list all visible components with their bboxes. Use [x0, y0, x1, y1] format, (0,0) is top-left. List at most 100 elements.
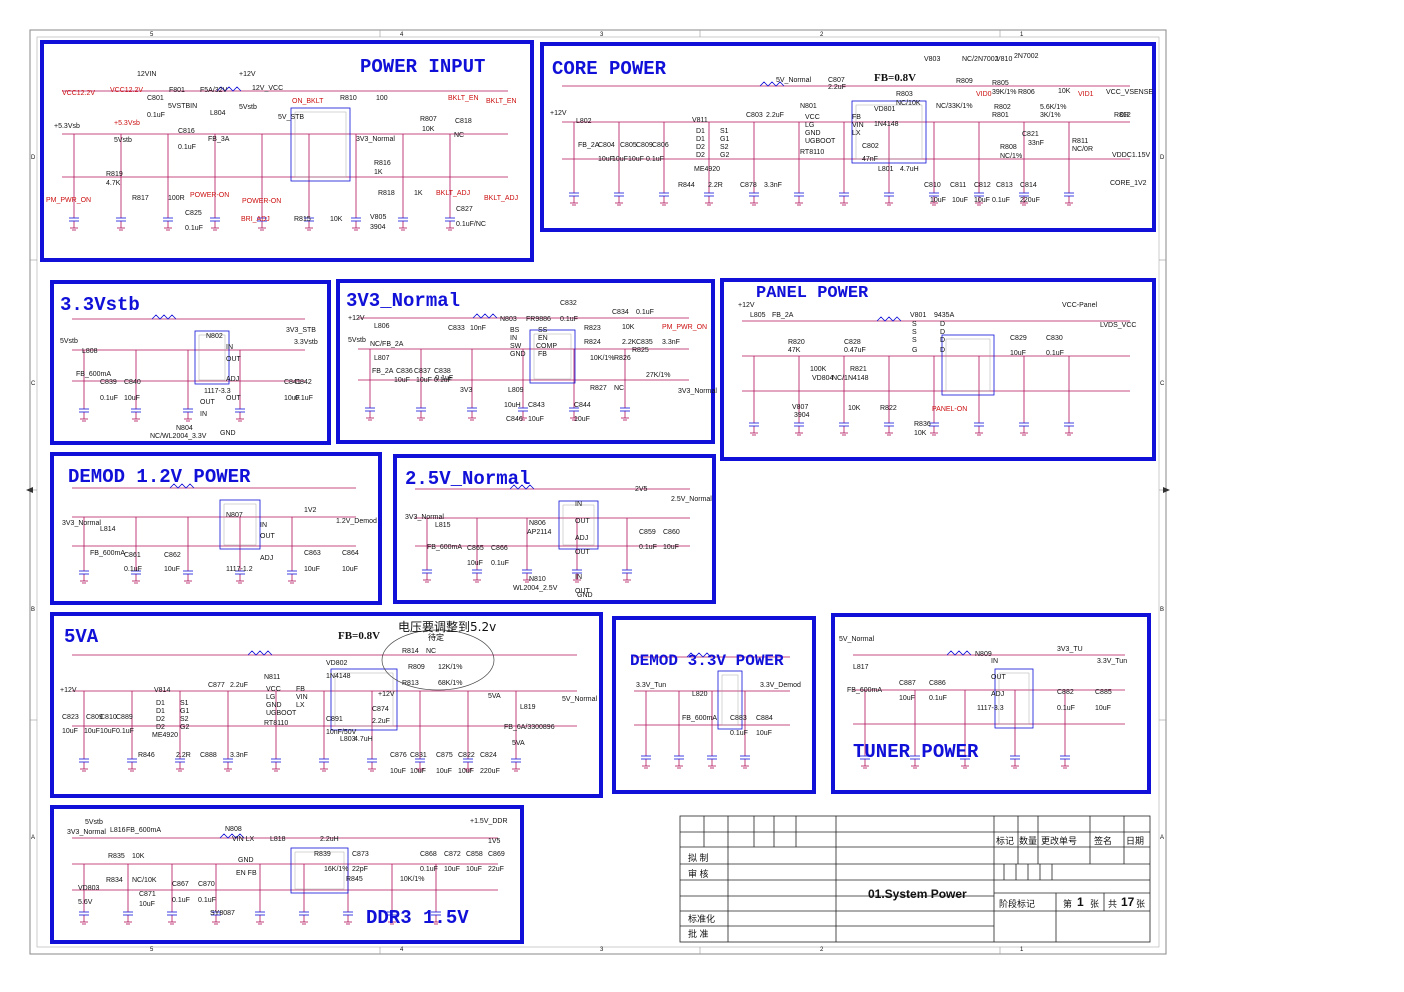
component-label: 10K/1%: [400, 876, 425, 883]
component-label: 10uF: [612, 156, 628, 163]
component-label: S: [912, 321, 917, 328]
component-label: 10K: [1058, 88, 1071, 95]
component-label: 5Vstb: [85, 819, 103, 826]
component-label: 2.2R: [176, 752, 191, 759]
component-label: 5VSTBIN: [168, 103, 198, 110]
component-label: S2: [720, 144, 729, 151]
component-label: C891: [326, 716, 343, 723]
component-label: C821: [1022, 131, 1039, 138]
component-label: C870: [198, 881, 215, 888]
circuit-wiring: [742, 316, 1130, 436]
component-label: R821: [850, 366, 867, 373]
component-label: 10uF: [899, 695, 915, 702]
component-label: 39K/1%: [992, 89, 1017, 96]
component-label: IN: [575, 501, 582, 508]
component-label: VDDC1.15V: [1112, 152, 1151, 159]
component-label: 1117-3.3: [204, 388, 231, 395]
sheet-unit: 张: [1090, 899, 1100, 909]
component-label: S: [912, 337, 917, 344]
component-label: R816: [374, 160, 391, 167]
component-label: L814: [100, 526, 116, 533]
adjust-annotation: 电压要调整到5.2v: [398, 620, 497, 634]
border-mark-row: D: [1160, 155, 1165, 161]
sheet-number: 1: [1077, 895, 1084, 909]
component-label: 10uF: [416, 377, 432, 384]
component-label: S1: [180, 700, 189, 707]
component-label: 0.1uF: [420, 866, 438, 873]
border-mark-col: 3: [600, 947, 604, 953]
component-label: +12V: [239, 71, 256, 78]
component-label: C875: [436, 752, 453, 759]
component-label: R846: [138, 752, 155, 759]
circuit-wiring: [562, 81, 1130, 206]
block-title: CORE POWER: [552, 58, 667, 80]
component-label: 10nF/50V: [326, 729, 357, 736]
net-label: PM_PWR_ON: [46, 197, 92, 204]
component-label: V807: [792, 404, 809, 411]
title-block-header: 标记: [996, 836, 1015, 846]
component-label: 10K: [330, 216, 343, 223]
component-label: 10uF: [444, 866, 460, 873]
component-label: 10uF: [436, 768, 452, 775]
component-label: 68K/1%: [438, 680, 463, 687]
component-label: C865: [467, 545, 484, 552]
border-mark-col: 5: [150, 32, 154, 38]
component-label: L817: [853, 664, 869, 671]
component-label: 10K: [848, 405, 861, 412]
component-label: 10uF: [467, 560, 483, 567]
component-label: 10uF: [574, 416, 590, 423]
block-title: 3V3_Normal: [346, 290, 461, 312]
component-label: GND: [266, 702, 282, 709]
component-label: 22pF: [352, 866, 368, 873]
component-label: 3V3_STB: [286, 327, 316, 334]
net-label: +5.3Vsb: [114, 120, 140, 127]
component-label: LG: [266, 694, 276, 701]
component-label: 3V3_Normal: [67, 829, 106, 836]
component-label: 0.1uF: [1046, 350, 1064, 357]
component-label: NC: [454, 132, 465, 139]
component-label: FB_600mA: [126, 827, 162, 834]
total-unit: 张: [1136, 899, 1146, 909]
component-label: F801: [169, 87, 185, 94]
block-title: DEMOD 3.3V POWER: [630, 652, 784, 670]
component-label: LX: [296, 702, 305, 709]
component-label: 0.1uF: [1057, 705, 1075, 712]
component-label: 3904: [370, 224, 386, 231]
border-mark-row: A: [1160, 835, 1165, 841]
feedback-note: FB=0.8V: [874, 72, 917, 84]
component-label: 5Vstb: [239, 104, 257, 111]
component-label: N808: [225, 826, 242, 833]
component-label: +12V: [348, 315, 365, 322]
component-label: 3V3: [460, 387, 473, 394]
component-label: 0.1uF: [435, 375, 454, 382]
component-label: 1N4148: [874, 121, 899, 128]
component-label: C802: [862, 143, 879, 150]
component-label: NC: [614, 385, 625, 392]
component-label: G1: [720, 136, 730, 143]
component-label: GND: [805, 130, 821, 137]
component-label: C809: [86, 714, 103, 721]
border-mark-row: C: [31, 381, 36, 387]
component-label: 10uF: [598, 156, 614, 163]
component-label: 10uF: [284, 395, 300, 402]
component-label: 1117-3.3: [977, 705, 1004, 712]
component-label: R844: [678, 182, 695, 189]
component-label: 10uF: [974, 197, 990, 204]
component-label: G1: [180, 708, 190, 715]
component-label: FB_600mA: [76, 371, 112, 378]
component-label: R803: [896, 91, 913, 98]
component-label: C867: [172, 881, 189, 888]
total-prefix: 共: [1108, 899, 1118, 909]
component-label: 10uF: [390, 768, 406, 775]
component-label: C863: [304, 550, 321, 557]
component-label: 0.1uF: [172, 897, 190, 904]
component-label: D: [940, 329, 946, 336]
circuit-wiring: [62, 86, 508, 231]
component-label: GND: [238, 857, 254, 864]
component-label: C839: [100, 379, 117, 386]
component-label: 4.7K: [106, 180, 121, 187]
component-label: 5VA: [512, 740, 525, 747]
component-label: IN: [991, 658, 998, 665]
